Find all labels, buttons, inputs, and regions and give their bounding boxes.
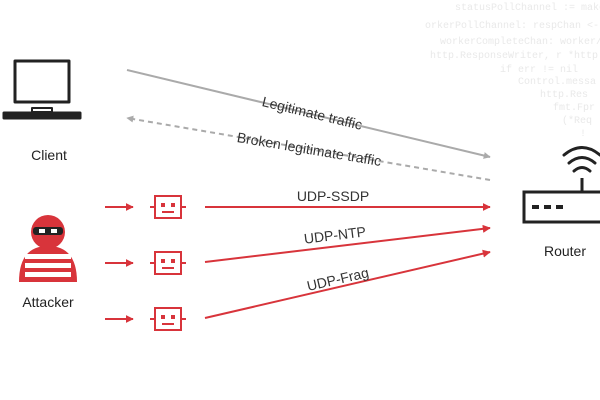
attacker-label: Attacker: [22, 294, 74, 310]
code-line-4: http.ResponseWriter, r *http.R: [430, 50, 600, 62]
udp-ntp-label: UDP-NTP: [303, 223, 367, 246]
code-line-8: fmt.Fpr: [553, 102, 595, 114]
udp-ntp-arrow: [204, 224, 491, 263]
broken-traffic-label: Broken legitimate traffic: [236, 129, 383, 169]
code-line-5: if err != nil: [500, 64, 578, 76]
code-line-3: workerCompleteChan: worker/: [440, 36, 600, 48]
bot-icon: [150, 251, 186, 275]
code-line-2: orkerPollChannel: respChan <- wo: [425, 20, 600, 32]
broken-traffic-arrow: [126, 115, 491, 181]
udp-ssdp-label: UDP-SSDP: [297, 188, 369, 204]
router-label: Router: [544, 243, 586, 259]
background-code: statusPollChannel := make(c orkerPollCha…: [425, 2, 600, 140]
udp-frag-label: UDP-Frag: [305, 264, 370, 294]
router-icon: [522, 146, 600, 224]
code-line-9: (*Req: [562, 115, 592, 127]
udp-frag-arrow: [204, 249, 491, 319]
laptop-icon: [2, 59, 82, 120]
attacker-icon: [19, 215, 77, 282]
code-line-6: Control.messa: [518, 76, 596, 88]
bot-icon: [150, 307, 186, 331]
legitimate-traffic-label: Legitimate traffic: [261, 93, 364, 132]
bot-icon: [150, 195, 186, 219]
legitimate-traffic-arrow: [126, 69, 491, 159]
code-line-7: http.Res: [540, 89, 588, 101]
client-label: Client: [31, 147, 67, 163]
code-line-10: !: [580, 129, 586, 140]
code-line-1: statusPollChannel := make(c: [455, 2, 600, 14]
